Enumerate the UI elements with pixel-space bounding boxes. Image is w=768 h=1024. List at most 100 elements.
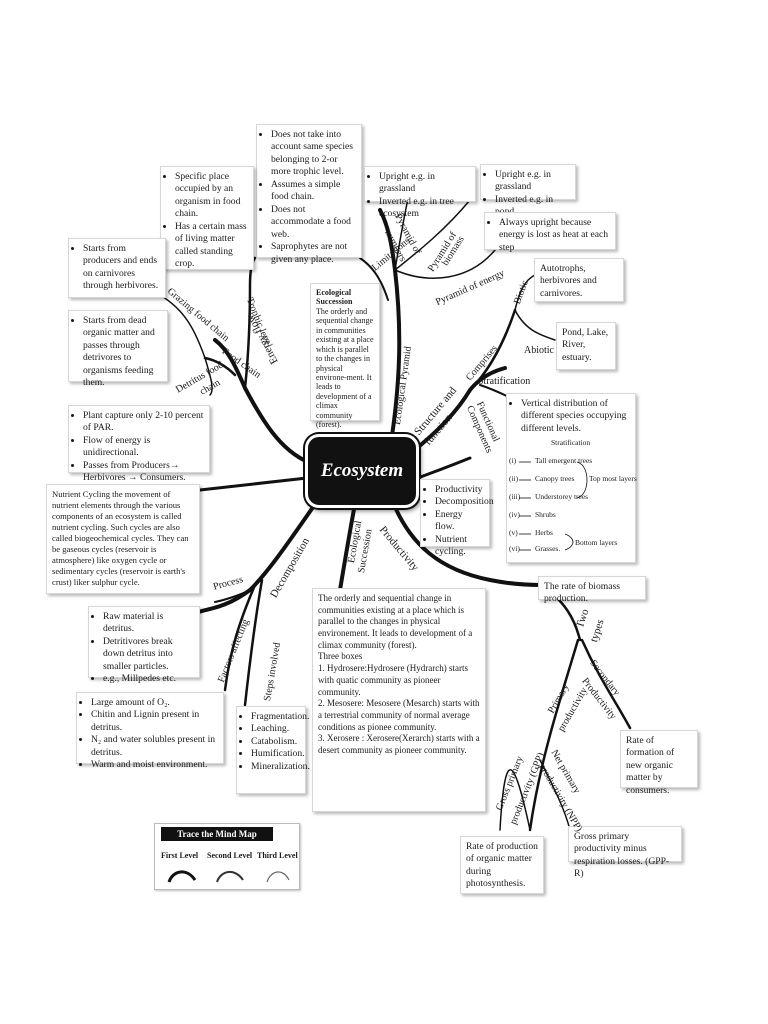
pyramid-biomass-item: Upright e.g. in grassland: [495, 169, 570, 194]
step-item: Humification.: [251, 748, 305, 760]
trophic-level-box: Specific place occupied by an organism i…: [160, 166, 254, 270]
stratification-layer-name: Grasses.: [535, 544, 561, 553]
succession-small-title: Ecological Succession: [316, 288, 353, 307]
process-item: Detritivores break down detritus into sm…: [103, 636, 194, 673]
stratification-layer-num: (i): [509, 456, 517, 465]
steps-involved-box: Fragmentation. Leaching. Catabolism. Hum…: [236, 706, 310, 794]
succession-big-p5: 3. Xerosere : Xerosere(Xerarch) starts w…: [318, 733, 480, 755]
branch-npp: [539, 759, 571, 831]
stratification-layer-name: Tall emergent trees: [535, 456, 593, 465]
stratification-diagram: [519, 461, 588, 551]
abiotic-text: Pond, Lake, River, estuary.: [562, 327, 609, 363]
branch-functional: [410, 456, 472, 482]
branch-process: [214, 589, 251, 603]
legend-swatches: [167, 870, 290, 883]
process-box: Raw material is detritus. Detritivores b…: [88, 606, 200, 684]
central-node-ecosystem: Ecosystem: [305, 434, 419, 508]
functional-components-box: Productivity Decomposition Energy flow. …: [420, 479, 494, 557]
branch-ecological-succession: [338, 502, 357, 592]
stratification-item: Vertical distribution of different speci…: [521, 398, 630, 435]
branch-secondary: [580, 638, 632, 730]
branch-label-abiotic: Abiotic: [524, 345, 554, 356]
biotic-box: Autotrophs, herbivores and carnivores.: [534, 258, 624, 302]
gross-primary-productivity-box: Rate of production of organic matter dur…: [460, 836, 544, 894]
branch-productivity: [390, 498, 542, 587]
branch-factors: [223, 583, 257, 692]
step-item: Catabolism.: [251, 736, 300, 748]
succession-big-p4: 2. Mesosere: Mesosere (Mesarch) starts w…: [318, 698, 480, 732]
nutrient-cycling-box: Nutrient Cycling the movement of nutrien…: [46, 484, 200, 594]
abiotic-box: Pond, Lake, River, estuary.: [556, 322, 616, 370]
biotic-text: Autotrophs, herbivores and carnivores.: [540, 263, 597, 299]
energy-flow-box: Plant capture only 2-10 percent of PAR. …: [68, 405, 210, 483]
legend-title: Trace the Mind Map: [161, 827, 273, 841]
functional-item: Productivity: [435, 484, 484, 496]
pyramid-numbers-box: Upright e.g. in grassland Inverted e.g. …: [364, 166, 476, 219]
factor-item: Large amount of O₂.: [91, 697, 218, 709]
stratification-layer-num: (iii): [509, 492, 521, 501]
functional-item: Energy flow.: [435, 509, 484, 534]
branch-limitations: [359, 257, 389, 301]
stratification-layer-name: Herbs: [535, 528, 553, 537]
branch-primary: [528, 638, 580, 832]
npp-text: Gross primary productivity minus respira…: [574, 831, 670, 880]
pyramid-biomass-box: Upright e.g. in grassland Inverted e.g. …: [480, 164, 576, 217]
productivity-text: The rate of biomass production.: [544, 581, 620, 605]
ecological-succession-big-box: The orderly and sequential change in com…: [312, 588, 486, 812]
branch-food-chain: [203, 356, 237, 377]
branch-label-stratification: Stratification: [478, 376, 531, 387]
branch-steps: [243, 578, 264, 707]
gpp-text: Rate of production of organic matter dur…: [466, 841, 538, 890]
pyramid-biomass-item: Inverted e.g. in pond: [495, 194, 570, 219]
stratification-layer-num: (ii): [509, 474, 519, 483]
detritus-item: Starts from dead organic matter and pass…: [83, 315, 162, 390]
process-item: e.g., Millpedes etc.: [103, 673, 194, 685]
process-item: Raw material is detritus.: [103, 611, 194, 636]
branch-comprises: [468, 308, 517, 392]
stratification-layer-num: (v): [509, 528, 518, 537]
stratification-layer-name: Shrubs: [535, 510, 556, 519]
branch-abiotic: [514, 309, 556, 341]
pyramid-energy-box: Always upright because energy is lost as…: [484, 212, 616, 253]
pyramid-energy-item: Always upright because energy is lost as…: [499, 217, 610, 254]
succession-big-p3: 1. Hydrosere:Hydrosere (Hydrarch) starts…: [318, 663, 468, 697]
factor-item: Warm and moist environment.: [91, 759, 218, 771]
productivity-box: The rate of biomass production.: [538, 576, 646, 604]
energy-flow-item: Flow of energy is unidirectional.: [83, 435, 204, 460]
secondary-productivity-box: Rate of formation of new organic matter …: [620, 730, 698, 796]
pyramid-numbers-item: Inverted e.g. in tree ecosystem: [379, 196, 470, 221]
secondary-text: Rate of formation of new organic matter …: [626, 735, 675, 796]
stratification-layer-num: (vi): [509, 544, 520, 553]
trophic-level-item: Has a certain mass of living matter call…: [175, 221, 248, 271]
branch-detritus: [204, 357, 213, 396]
branch-pyr-biomass: [394, 199, 471, 271]
energy-flow-item: Plant capture only 2-10 percent of PAR.: [83, 410, 204, 435]
grazing-item: Starts from producers and ends on carniv…: [83, 243, 160, 293]
branch-pyr-energy: [394, 249, 496, 279]
factor-item: Chitin and Lignin present in detritus.: [91, 709, 218, 734]
energy-flow-item: Passes from Producers→ Herbivores → Cons…: [83, 460, 204, 485]
trophic-level-item: Specific place occupied by an organism i…: [175, 171, 248, 221]
stratification-layer-name: Understorey trees: [535, 492, 589, 501]
branch-ecological-pyramid: [378, 208, 402, 438]
functional-item: Decomposition: [435, 496, 494, 508]
stratification-diagram-title: Stratification: [551, 438, 591, 447]
branch-gpp: [499, 769, 531, 831]
detritus-food-chain-box: Starts from dead organic matter and pass…: [68, 310, 168, 388]
succession-big-p1: The orderly and sequential change in com…: [318, 593, 473, 650]
trophic-notes-box: Does not take into account same species …: [256, 124, 362, 265]
step-item: Mineralization.: [251, 761, 310, 773]
branch-biotic: [514, 274, 536, 311]
stratification-bottom-label: Bottom layers: [575, 538, 618, 547]
step-item: Leaching.: [251, 723, 300, 735]
step-item: Fragmentation.: [251, 711, 309, 723]
trace-mind-map-legend: Trace the Mind Map First Level Second Le…: [154, 823, 300, 890]
legend-first-level: First Level: [161, 851, 199, 860]
pyramid-numbers-item: Upright e.g. in grassland: [379, 171, 470, 196]
succession-big-p2: Three boxes: [318, 651, 363, 662]
grazing-food-chain-box: Starts from producers and ends on carniv…: [68, 238, 166, 298]
branch-nutrient-cycling: [198, 476, 309, 492]
stratification-box: Vertical distribution of different speci…: [506, 393, 637, 563]
branch-energy-flow: [213, 338, 310, 464]
